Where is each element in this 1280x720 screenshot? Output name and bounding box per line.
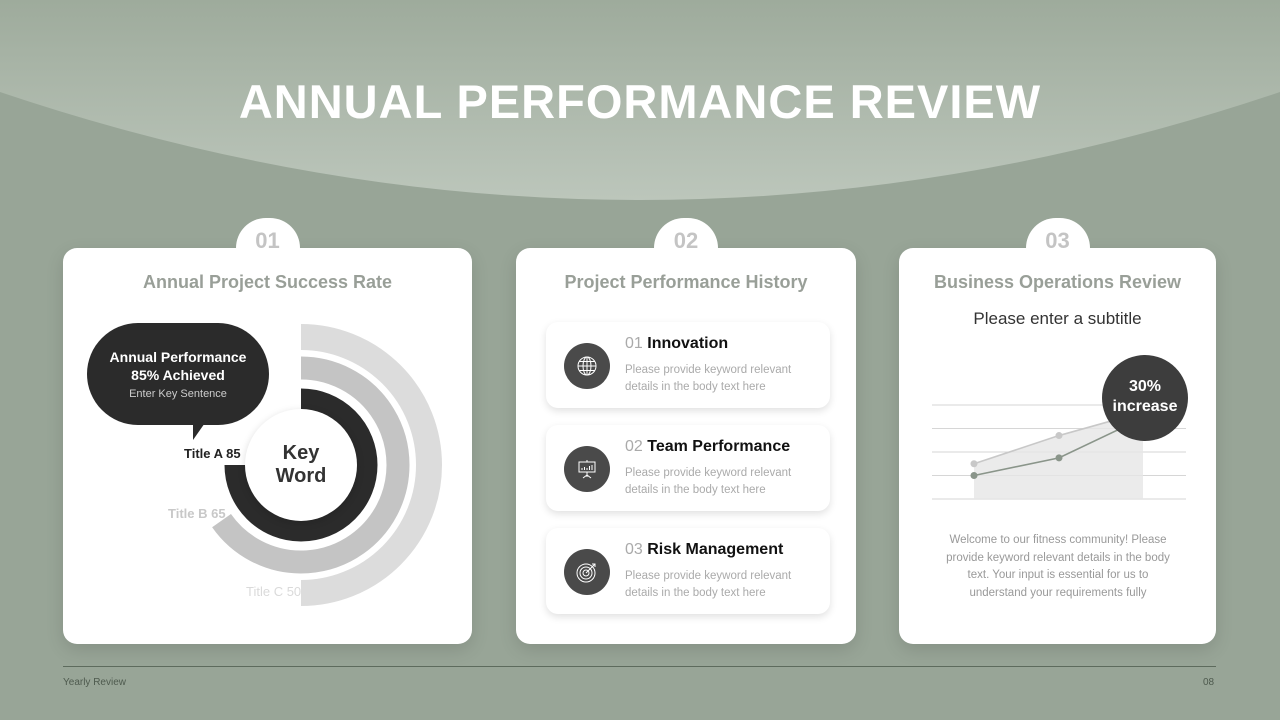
center-line1: Key (282, 442, 320, 464)
bubble-line3: Enter Key Sentence (129, 388, 227, 400)
page-title: ANNUAL PERFORMANCE REVIEW (238, 75, 1042, 128)
presentation-chart-icon (564, 446, 610, 492)
key-word-center: Key Word (245, 409, 357, 521)
data-point (1055, 454, 1063, 462)
badge-line2: increase (1112, 398, 1178, 415)
target-icon (564, 549, 610, 595)
bubble-line2: 85% Achieved (131, 367, 225, 383)
card-number: 03 (1025, 218, 1090, 278)
ring-label-b: Title B 65 (168, 506, 226, 521)
center-line2: Word (275, 465, 327, 487)
page-number: 08 (1203, 677, 1215, 688)
data-point (1055, 432, 1063, 440)
card-number: 01 (235, 218, 300, 278)
data-point (970, 460, 978, 468)
list-item: 02 Team Performance Please provide keywo… (546, 425, 830, 511)
ring-arc (224, 388, 378, 542)
card-title: Business Operations Review (933, 272, 1182, 292)
speech-bubble: Annual Performance 85% Achieved Enter Ke… (87, 323, 269, 425)
ring-arc (212, 356, 410, 574)
radial-ring-chart (212, 324, 442, 606)
item-body: Please provide keyword relevant details … (625, 364, 792, 393)
card-number: 02 (654, 218, 718, 278)
footer-label: Yearly Review (63, 677, 126, 688)
line-chart (932, 404, 1186, 500)
globe-icon (564, 343, 610, 389)
ring-arc (300, 324, 442, 606)
footer-divider (63, 666, 1216, 667)
item-body: Please provide keyword relevant details … (625, 467, 792, 496)
card-description: Welcome to our fitness community! Please… (946, 534, 1170, 599)
data-point (970, 472, 978, 479)
bubble-line1: Annual Performance (109, 349, 247, 365)
item-number: 02 (625, 438, 643, 455)
item-number: 01 (625, 335, 643, 352)
header-arc (0, 0, 1280, 200)
card-subtitle: Please enter a subtitle (973, 309, 1142, 328)
list-item: 03 Risk Management Please provide keywor… (546, 528, 830, 614)
card-performance-history: 02 Project Performance History 01 Innova… (516, 218, 856, 644)
ring-label-c: Title C 50 (246, 584, 302, 599)
item-number: 03 (625, 541, 643, 558)
bubble-tail (193, 420, 207, 440)
increase-badge: 30% increase (1102, 355, 1188, 441)
item-heading: Team Performance (647, 438, 791, 455)
card-title: Project Performance History (564, 272, 808, 292)
card-title: Annual Project Success Rate (142, 272, 393, 292)
badge-line1: 30% (1128, 378, 1162, 395)
card-success-rate: 01 Annual Project Success Rate Key Word … (63, 218, 472, 644)
item-heading: Risk Management (647, 541, 784, 558)
ring-label-a: Title A 85 (184, 446, 241, 461)
list-item: 01 Innovation Please provide keyword rel… (546, 322, 830, 408)
item-heading: Innovation (647, 335, 729, 352)
item-body: Please provide keyword relevant details … (625, 570, 792, 599)
card-operations-review: 03 Business Operations Review Please ent… (899, 218, 1216, 644)
